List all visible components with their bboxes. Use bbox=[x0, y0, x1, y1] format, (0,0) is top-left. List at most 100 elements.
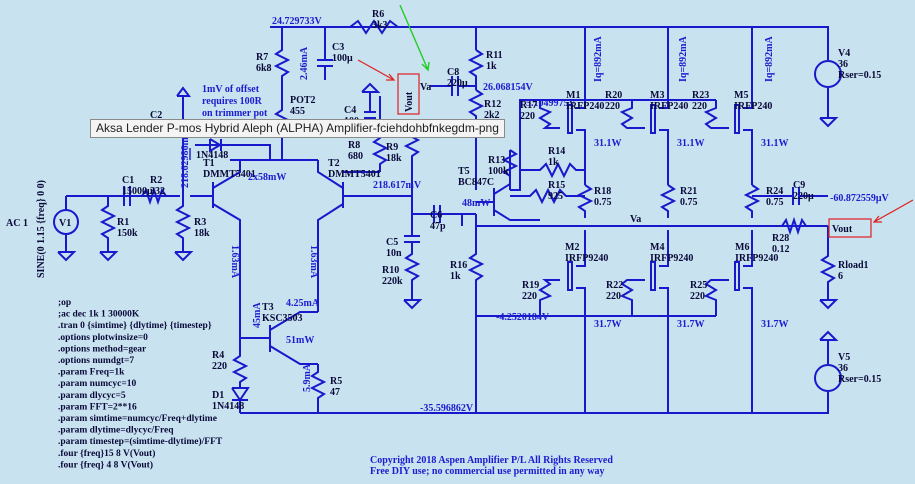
label-annotations-i_r7: 2.46mA bbox=[299, 46, 310, 80]
component-rload-ref: Rload1 bbox=[838, 260, 869, 271]
component-v5-value: 36 bbox=[838, 363, 848, 374]
label-nets-va_mid: Va bbox=[630, 214, 641, 225]
component-r25-value: 220 bbox=[690, 291, 705, 302]
component-r28-ref: R28 bbox=[772, 233, 789, 244]
component-t2-ref: T2 bbox=[328, 158, 340, 169]
component-r10-ref: R10 bbox=[382, 265, 399, 276]
component-m6-value: IRFP9240 bbox=[735, 253, 778, 264]
component-m1-value: IRFP240 bbox=[566, 101, 604, 112]
component-m5-value: IRFP240 bbox=[734, 101, 772, 112]
component-v4-value: Rser=0.15 bbox=[838, 70, 881, 81]
offset-note-line: requires 100R bbox=[202, 96, 263, 107]
component-rload-value: 6 bbox=[838, 271, 843, 282]
spice-directive: .four {freq} 4 8 V(Vout) bbox=[58, 459, 153, 470]
label-annotations-p_t5: 48mW bbox=[462, 198, 490, 209]
probe-label-box bbox=[397, 73, 420, 115]
component-t5-value: BC847C bbox=[458, 177, 494, 188]
label-annotations-p_m3: 31.1W bbox=[677, 138, 705, 149]
component-m1-ref: M1 bbox=[566, 90, 580, 101]
label-nets-mid_b: 218.62986mV bbox=[180, 129, 191, 188]
component-r1-value: 150k bbox=[117, 228, 138, 239]
component-r23-value: 220 bbox=[692, 101, 707, 112]
component-pot2-value: 455 bbox=[290, 106, 305, 117]
component-r5-value: 47 bbox=[330, 387, 340, 398]
v4-source-symbol[interactable] bbox=[814, 60, 842, 88]
label-nets-m2_node: -4.2520184V bbox=[496, 312, 550, 323]
component-c6-ref: C6 bbox=[430, 210, 442, 221]
component-d1-ref: D1 bbox=[212, 390, 224, 401]
label-nets-neg_rail: -35.596862V bbox=[420, 403, 474, 414]
supplies bbox=[814, 60, 842, 392]
diff-pair bbox=[190, 27, 421, 350]
component-r3-value: 18k bbox=[194, 228, 210, 239]
component-r12-value: 2k2 bbox=[484, 110, 500, 121]
comp-section bbox=[403, 205, 476, 310]
component-v4-value: 36 bbox=[838, 59, 848, 70]
labels: 24.729733V26.068154V5.1049975V218.62986m… bbox=[6, 9, 889, 477]
vas-section bbox=[231, 19, 399, 413]
component-r22-value: 220 bbox=[606, 291, 621, 302]
spice-directive: .param dlytime=dlycyc/Freq bbox=[58, 426, 174, 436]
component-r15-ref: R15 bbox=[548, 180, 565, 191]
component-m3-ref: M3 bbox=[650, 90, 664, 101]
component-c9-value: 220μ bbox=[793, 191, 814, 202]
component-r14-value: 1k bbox=[548, 157, 559, 168]
component-r5-ref: R5 bbox=[330, 376, 342, 387]
component-c3-ref: C3 bbox=[332, 42, 344, 53]
label-annotations-p_m2: 31.7W bbox=[594, 319, 622, 330]
component-r24-ref: R24 bbox=[766, 186, 783, 197]
component-pot2-ref: POT2 bbox=[290, 95, 316, 106]
component-t1-ref: T1 bbox=[203, 158, 215, 169]
component-r8-ref: R8 bbox=[348, 140, 360, 151]
component-c5-ref: C5 bbox=[386, 237, 398, 248]
component-r9-ref: R9 bbox=[386, 142, 398, 153]
offset-note-line: on trimmer pot bbox=[202, 108, 268, 119]
spice-directive: .options plotwinsize=0 bbox=[58, 333, 148, 343]
spice-directive: .param dlycyc=5 bbox=[58, 391, 126, 401]
component-c1-value: 15000μ bbox=[122, 186, 153, 197]
rail-wires bbox=[240, 26, 839, 414]
annotation-arrows bbox=[189, 4, 914, 238]
component-c8-value: 220μ bbox=[447, 78, 468, 89]
component-r3-ref: R3 bbox=[194, 217, 206, 228]
label-annotations-p_t12: 2x58mW bbox=[248, 172, 286, 183]
label-annotations-i_t2: 1.63mA bbox=[308, 245, 319, 279]
component-r17-ref: R17 bbox=[520, 100, 537, 111]
output-stage bbox=[476, 27, 839, 413]
component-r6-value: 3k3 bbox=[372, 20, 388, 31]
label-annotations-i_t3b: 4.25mA bbox=[286, 298, 320, 309]
label-nets-top_rail: 24.729733V bbox=[272, 16, 323, 27]
component-r20-value: 220 bbox=[605, 101, 620, 112]
component-m2-value: IRFP9240 bbox=[565, 253, 608, 264]
component-r10-value: 220k bbox=[382, 276, 403, 287]
v5-source-symbol[interactable] bbox=[814, 364, 842, 392]
probe-vout-label: Vout bbox=[404, 91, 415, 112]
label-annotations-i_t1: 1.63mA bbox=[229, 245, 240, 279]
component-m4-ref: M4 bbox=[650, 242, 664, 253]
label-source-name: V1 bbox=[59, 218, 71, 229]
component-m6-ref: M6 bbox=[735, 242, 749, 253]
component-d1-value: 1N4148 bbox=[212, 401, 244, 412]
label-annotations-p_m4: 31.7W bbox=[677, 319, 705, 330]
spice-directive: .param Freq=1k bbox=[58, 368, 125, 378]
component-m5-ref: M5 bbox=[734, 90, 748, 101]
label-nets-t5_node: 5.1049975V bbox=[526, 98, 577, 109]
label-nets-mid_c: 218.617mV bbox=[373, 180, 422, 191]
label-annotations-iq3: Iq=892mA bbox=[764, 36, 775, 82]
spice-directive: .options method=gear bbox=[58, 344, 147, 354]
label-annotations-iq2: Iq=892mA bbox=[678, 36, 689, 82]
component-r4-ref: R4 bbox=[212, 350, 224, 361]
component-c4-ref: C4 bbox=[344, 105, 356, 116]
component-c6-value: 47p bbox=[430, 221, 446, 232]
component-r19-ref: R19 bbox=[522, 280, 539, 291]
component-c5-value: 10n bbox=[386, 248, 402, 259]
component-r16-ref: R16 bbox=[450, 260, 467, 271]
label-annotations-p_t3: 51mW bbox=[286, 335, 314, 346]
bias-section bbox=[430, 27, 585, 413]
component-d2-ref: 1N4148 bbox=[196, 150, 228, 161]
label-annotations-p_m6: 31.7W bbox=[761, 319, 789, 330]
component-r8-value: 680 bbox=[348, 151, 363, 162]
component-r6-ref: R6 bbox=[372, 9, 384, 20]
component-t3-ref: T3 bbox=[262, 302, 274, 313]
